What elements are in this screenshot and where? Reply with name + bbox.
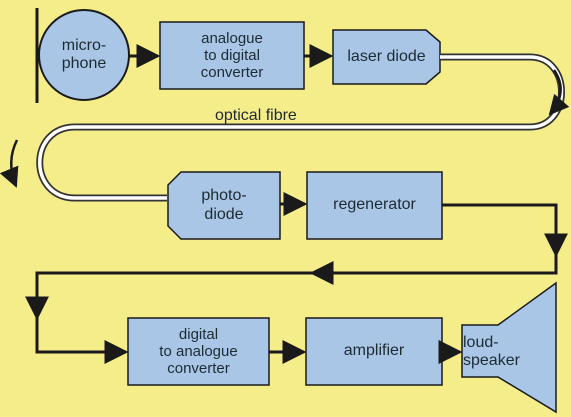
- laser-diode-label: laser diode: [347, 47, 426, 65]
- microphone-label: micro- phone: [61, 36, 107, 72]
- adc-label: analogue to digital converter: [200, 29, 264, 82]
- photodiode-box: [167, 171, 281, 240]
- fibre-direction-arrow-left: [0, 139, 19, 188]
- photodiode-label: photo- diode: [201, 187, 247, 223]
- amplifier-label: amplifier: [343, 342, 405, 360]
- loudspeaker-label: loud- speaker: [463, 333, 520, 369]
- fibre-direction-arrow-right: [548, 69, 570, 116]
- loudspeaker-shape: [461, 281, 557, 414]
- wire-to-dac: [35, 312, 129, 364]
- adc-box: [159, 21, 305, 90]
- wire-return-path: [24, 250, 558, 321]
- optical-fibre-label: optical fibre: [215, 107, 297, 124]
- regenerator-label: regenerator: [333, 196, 416, 214]
- regenerator-box: [306, 171, 443, 240]
- wire-regenerator-to-right: [442, 203, 568, 258]
- dac-label: digital to analogue converter: [159, 325, 238, 378]
- laser-diode-box: [332, 29, 441, 85]
